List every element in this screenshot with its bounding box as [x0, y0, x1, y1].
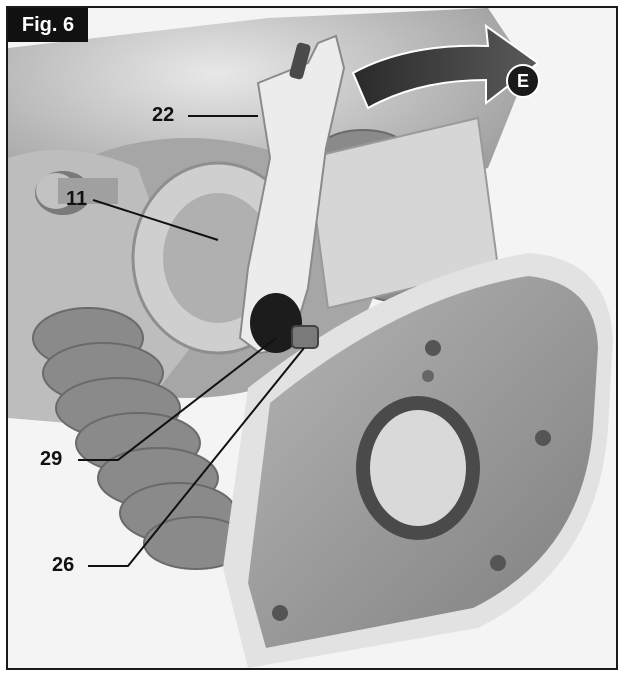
callout-22: 22	[152, 104, 175, 126]
locking-knob	[35, 171, 118, 215]
spindle	[291, 325, 319, 349]
figure-frame: Fig. 6	[6, 6, 618, 670]
callout-11: 11	[66, 188, 88, 210]
leader-lines	[78, 115, 305, 567]
callout-29: 29	[40, 448, 63, 470]
base-plate	[223, 253, 613, 668]
direction-marker: E	[506, 64, 540, 98]
router-illustration	[8, 8, 613, 668]
wrench-slot	[289, 42, 311, 80]
wrench	[238, 34, 346, 355]
collet-nut	[250, 293, 302, 353]
callout-26: 26	[52, 554, 75, 576]
figure-label: Fig. 6	[8, 8, 88, 42]
